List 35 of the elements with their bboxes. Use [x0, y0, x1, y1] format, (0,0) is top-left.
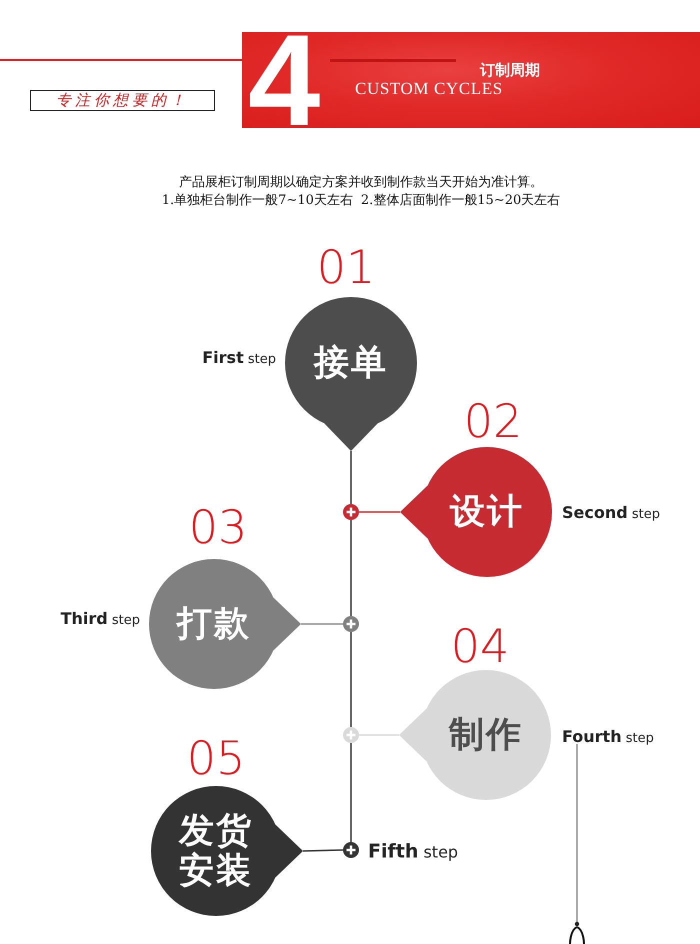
slogan-tag: 专注你想要的！: [30, 90, 215, 111]
plus-circle-icon: [343, 842, 359, 858]
timeline-line: [350, 451, 352, 504]
connector-line: [301, 623, 343, 625]
connector-line: [359, 734, 399, 736]
section-number: 4: [248, 32, 320, 128]
header-banner: [242, 32, 700, 128]
plus-circle-icon: [343, 727, 359, 743]
step-number: 02: [464, 398, 522, 444]
step-caption: Fourth step: [562, 727, 654, 747]
plus-circle-icon: [343, 616, 359, 632]
step-title: 打款: [177, 604, 251, 644]
step-title: 设计: [450, 492, 524, 532]
timeline-line: [350, 520, 352, 616]
section-subtitle: CUSTOM CYCLES: [355, 79, 503, 99]
step-number: 04: [450, 623, 510, 669]
step-title: 制作: [449, 714, 523, 756]
plus-circle-icon: [343, 504, 359, 520]
step-caption: First step: [202, 348, 276, 368]
step-number: 05: [186, 735, 246, 781]
step-caption: Second step: [562, 503, 660, 523]
step-number: 03: [188, 504, 248, 550]
step-title: 发货安装: [178, 810, 254, 892]
timeline-line: [350, 743, 352, 842]
section-title: 订制周期: [480, 61, 540, 79]
connector-line: [359, 511, 400, 513]
step-title: 接单: [314, 342, 388, 384]
intro-text: 1.单独柜台制作一般7~10天左右: [162, 193, 353, 208]
step-number: 01: [316, 244, 376, 290]
step-caption: Third step: [60, 609, 140, 629]
timeline-line: [350, 632, 352, 727]
connector-line: [302, 849, 344, 852]
step-caption: Fifth step: [368, 840, 458, 864]
intro-text: 2.整体店面制作一般15~20天左右: [360, 193, 560, 208]
intro-text: 产品展柜订制周期以确定方案并收到制作款当天开始为准计算。: [179, 175, 543, 190]
